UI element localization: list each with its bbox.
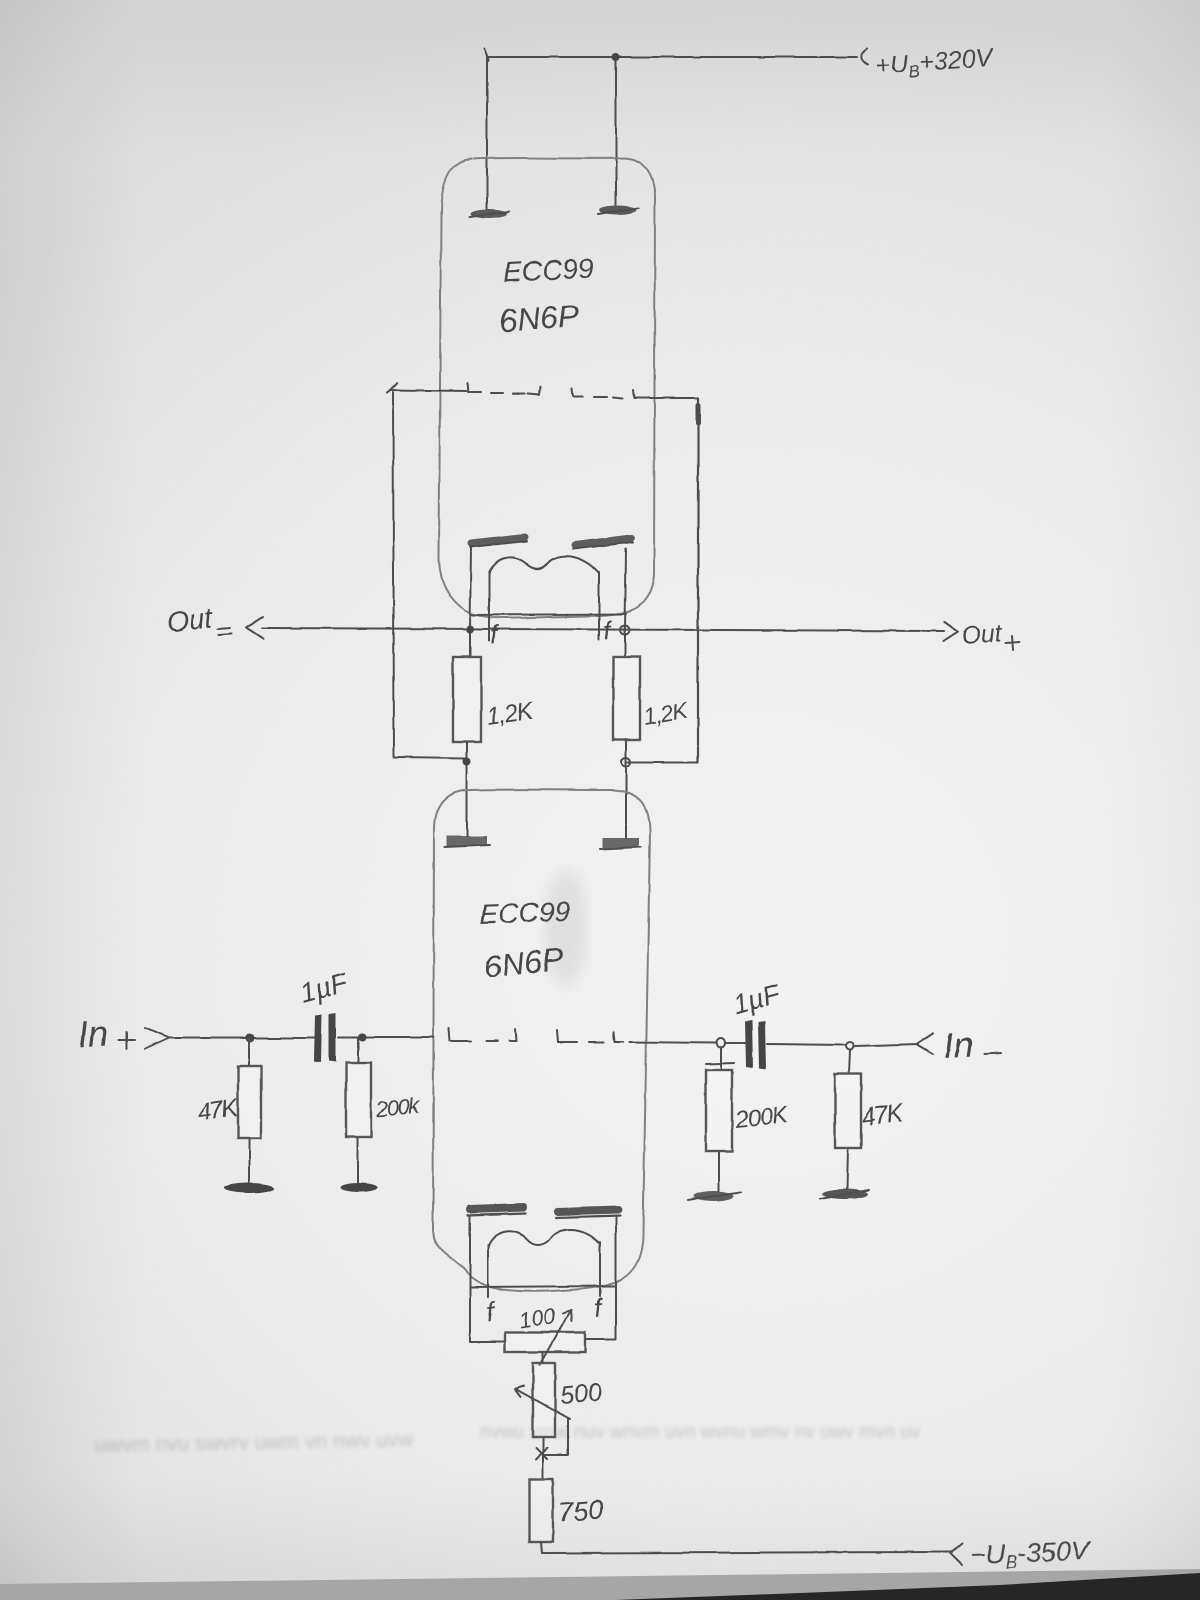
svg-text:47K: 47K (860, 1098, 906, 1132)
svg-text:6N6P: 6N6P (482, 941, 566, 985)
svg-text:100: 100 (517, 1303, 558, 1333)
svg-text:ECC99: ECC99 (479, 896, 570, 930)
svg-text:Out: Out (165, 602, 214, 638)
svg-text:500: 500 (559, 1378, 603, 1410)
svg-text:750: 750 (557, 1494, 605, 1528)
svg-text:−UB-350V: −UB-350V (969, 1536, 1092, 1574)
svg-text:47K: 47K (196, 1093, 241, 1127)
svg-text:In: In (77, 1012, 110, 1055)
svg-text:200K: 200K (733, 1101, 791, 1134)
svg-text:1,2K: 1,2K (485, 698, 536, 731)
svg-text:In: In (942, 1023, 974, 1066)
svg-text:Out: Out (960, 619, 1003, 650)
svg-text:200k: 200k (374, 1092, 422, 1122)
svg-text:ECC99: ECC99 (503, 252, 595, 288)
svg-text:6N6P: 6N6P (498, 297, 581, 339)
svg-text:uwvm nvu swvrv uwm vn nwv uvw: uwvm nvu swvrv uwm vn nwv uvw (95, 1428, 415, 1457)
svg-text:nvwu vmw nuv wnvm uvn wvnu wmv: nvwu vmw nuv wnvm uvn wvnu wmv nv uwv mv… (480, 1422, 921, 1443)
